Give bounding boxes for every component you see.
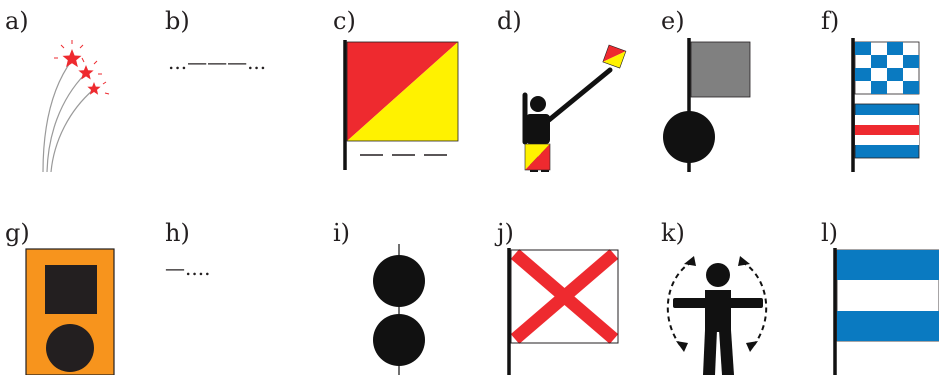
fireworks-icon [43,40,109,172]
n-over-c-flags-icon [853,38,919,172]
red-saltire-flag-icon [509,248,618,375]
semaphore-signaller-icon [525,45,626,172]
square-over-circle-panel-icon [26,249,114,375]
flag-over-ball-icon [663,38,750,172]
checkered-flag-n [855,42,919,94]
striped-flag-c [855,104,919,158]
blue-white-stripes-flag-icon [835,248,939,375]
two-balls-icon [373,244,425,375]
arms-waving-person-icon [668,256,766,375]
red-yellow-diagonal-flag-icon [345,40,458,170]
